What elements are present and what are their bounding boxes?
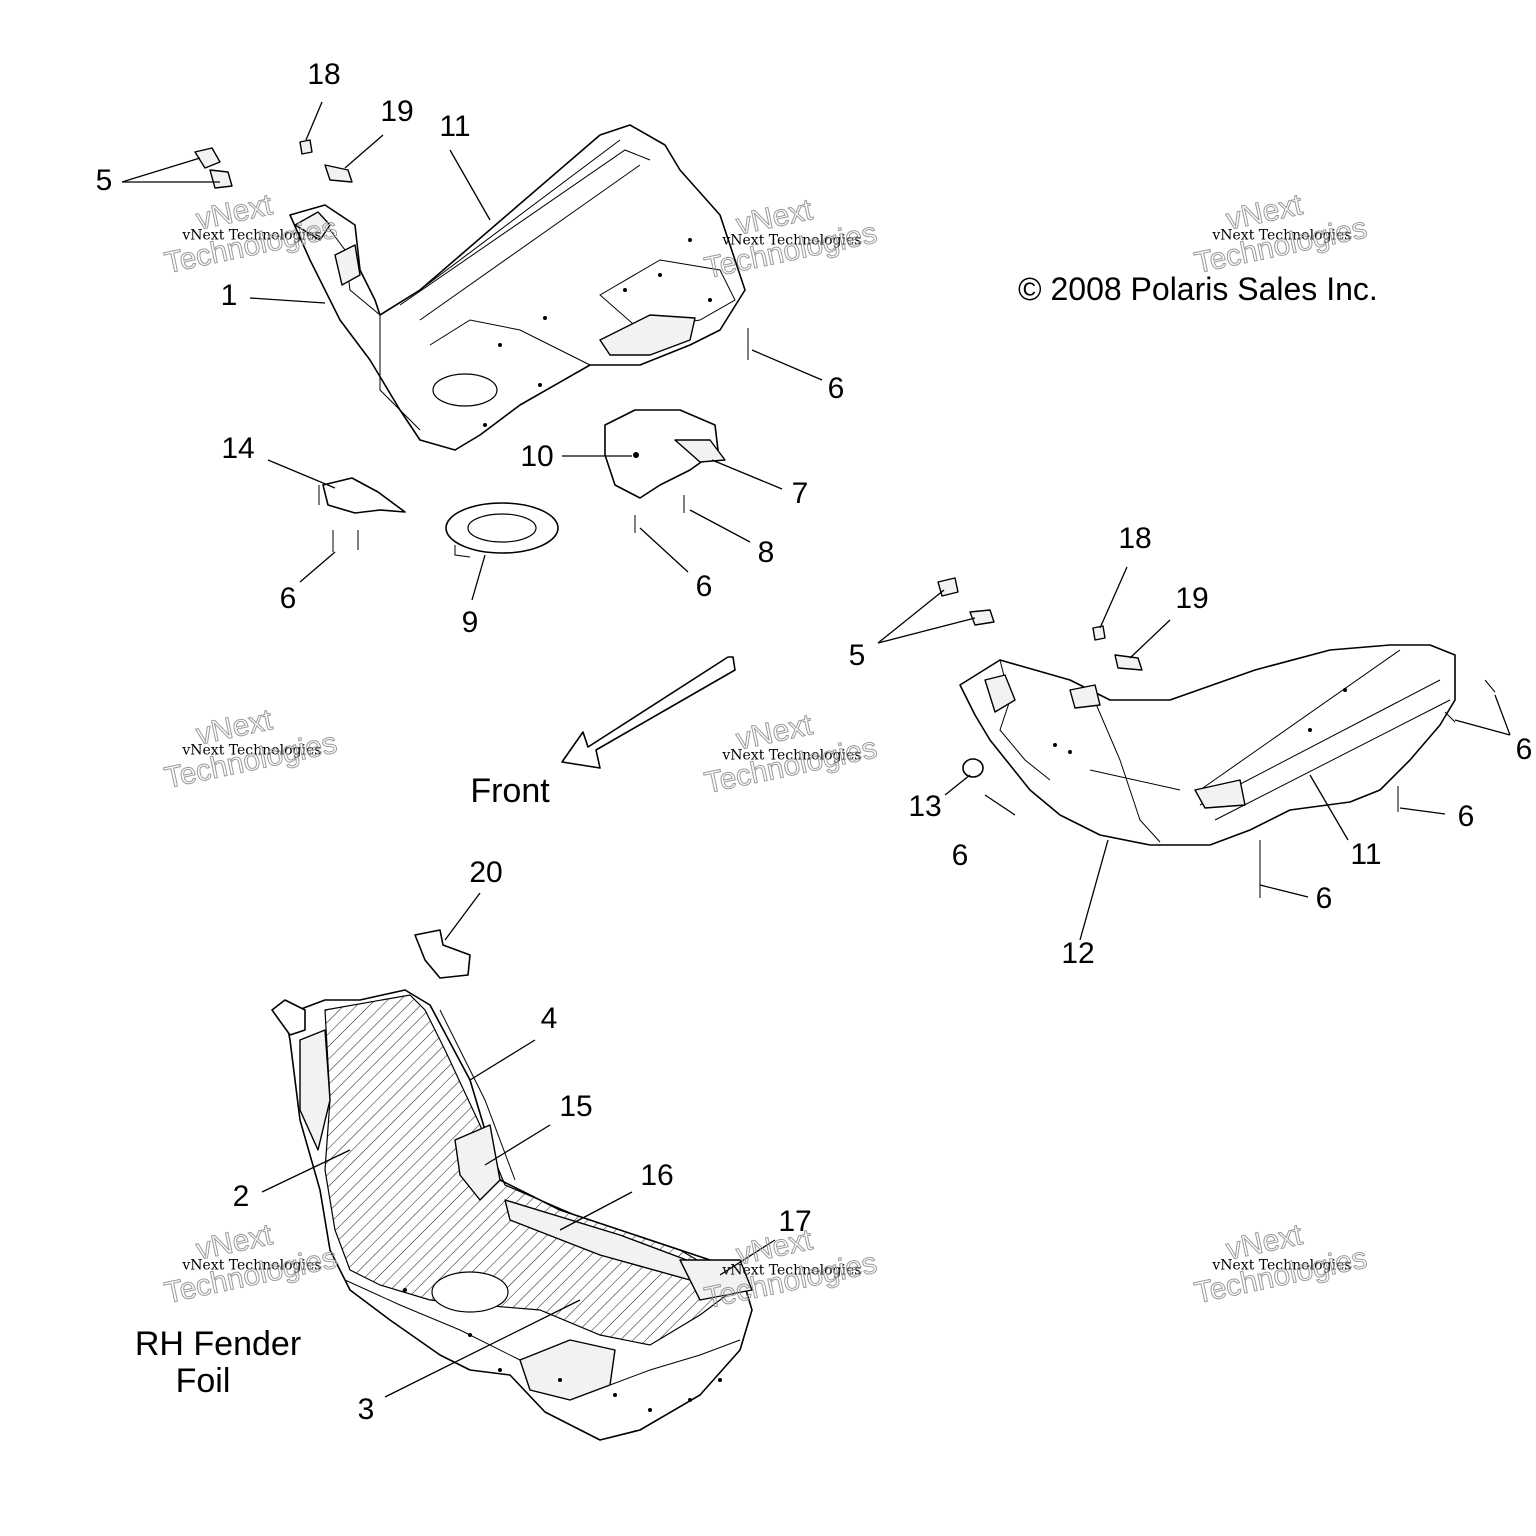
- small-bracket-part: [414, 929, 471, 979]
- leader-lines: [121, 101, 1511, 1398]
- callout-6: 6: [1316, 882, 1333, 915]
- watermark-vnext-technologies: vNext Technologies: [1211, 1257, 1351, 1273]
- callout-13: 13: [908, 790, 941, 823]
- splash-guard-part: [604, 409, 719, 499]
- watermark-vnext-technologies: vNext Technologies: [181, 1257, 321, 1273]
- callout-5: 5: [96, 164, 113, 197]
- callout-6: 6: [1458, 800, 1475, 833]
- watermark-vnext-technologies: vNext Technologies: [721, 232, 861, 248]
- callout-7: 7: [792, 477, 809, 510]
- rh-fender-foil-label-line1: RH Fender: [135, 1325, 301, 1363]
- callout-12: 12: [1061, 937, 1094, 970]
- callout-6: 6: [952, 839, 969, 872]
- callout-8: 8: [758, 536, 775, 569]
- callout-20: 20: [469, 856, 502, 889]
- rh-fender-foil-assembly: [271, 929, 753, 1441]
- callout-4: 4: [541, 1002, 558, 1035]
- watermark-vnext-technologies: vNext Technologies: [721, 747, 861, 763]
- callout-19: 19: [1175, 582, 1208, 615]
- copyright-notice: © 2008 Polaris Sales Inc.: [1018, 271, 1378, 307]
- callout-6: 6: [280, 582, 297, 615]
- plug-part: [962, 758, 984, 778]
- callout-5: 5: [849, 639, 866, 672]
- fastener-glyphs-right: [937, 577, 1496, 898]
- callout-14: 14: [221, 432, 254, 465]
- callout-6: 6: [828, 372, 845, 405]
- callout-15: 15: [559, 1090, 592, 1123]
- callout-6: 6: [696, 570, 713, 603]
- rh-fender-foil-label-line2: Foil: [176, 1362, 231, 1400]
- callout-18: 18: [1118, 522, 1151, 555]
- callout-16: 16: [640, 1159, 673, 1192]
- callout-6: 6: [1516, 733, 1533, 766]
- right-fender-assembly: [937, 577, 1496, 898]
- callout-9: 9: [462, 606, 479, 639]
- front-direction-arrow: [561, 656, 736, 769]
- watermark-vnext-technologies: vNext Technologies: [1211, 227, 1351, 243]
- callout-10: 10: [520, 440, 553, 473]
- watermark-vnext-technologies: vNext Technologies: [721, 1262, 861, 1278]
- callout-2: 2: [233, 1180, 250, 1213]
- callout-18: 18: [307, 58, 340, 91]
- callout-3: 3: [358, 1393, 375, 1426]
- bracket-part: [322, 477, 406, 514]
- watermark-vnext-technologies: vNext Technologies: [181, 227, 321, 243]
- front-label: Front: [470, 772, 550, 810]
- callout-11: 11: [1350, 838, 1381, 871]
- callout-11: 11: [439, 110, 470, 143]
- callout-17: 17: [778, 1205, 811, 1238]
- callout-1: 1: [221, 279, 238, 312]
- watermark-vnext-technologies: vNext Technologies: [181, 742, 321, 758]
- callout-19: 19: [380, 95, 413, 128]
- front-floor-panel-assembly: [194, 124, 749, 558]
